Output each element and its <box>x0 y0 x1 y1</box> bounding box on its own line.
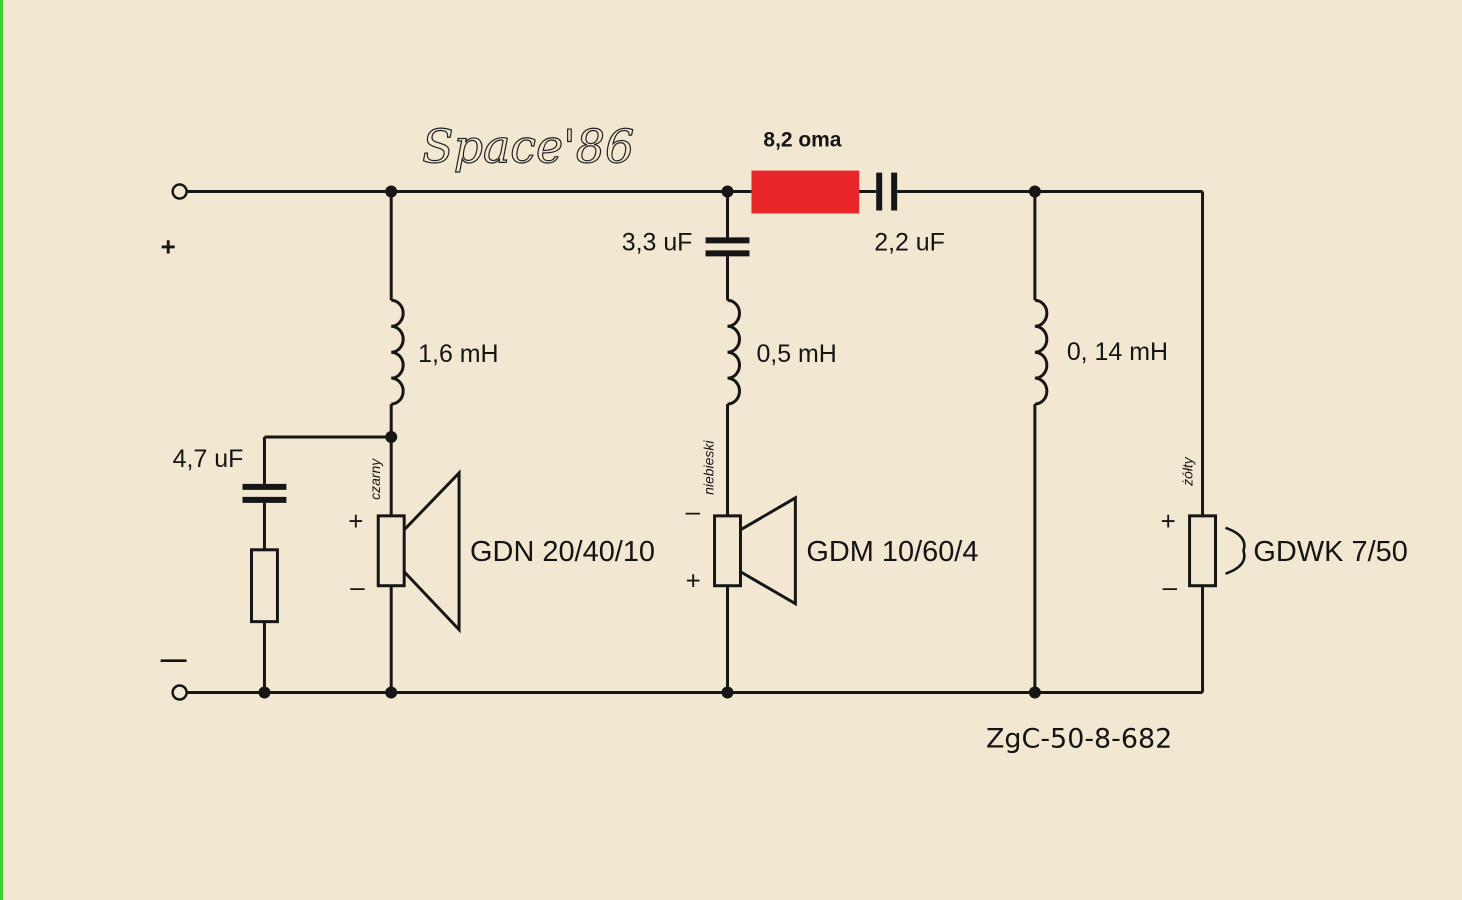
mid-polarity-top: – <box>686 498 701 526</box>
tweeter-magnet <box>1188 514 1218 588</box>
mid-cone <box>739 495 797 607</box>
woofer-magnet <box>376 514 406 588</box>
woofer-polarity-bottom: – <box>350 574 365 602</box>
woofer-polarity-top: + <box>348 508 363 536</box>
cap-tweeter-label: 2,2 uF <box>874 228 945 256</box>
resistor-label: 8,2 oma <box>763 129 841 152</box>
inductor-woofer <box>391 298 405 406</box>
woofer-cone <box>403 469 461 634</box>
junction-dot <box>385 686 398 699</box>
series-resistor <box>751 170 860 214</box>
minus-sign: — <box>161 646 187 674</box>
inductor-tweeter <box>1034 298 1049 406</box>
plus-terminal <box>171 183 188 200</box>
ind-tweeter-label: 0, 14 mH <box>1067 338 1168 366</box>
woofer-wire-color: czarny <box>367 458 383 500</box>
mid-polarity-bottom: + <box>686 568 701 596</box>
tweeter-label: GDWK 7/50 <box>1253 536 1407 568</box>
junction-dot <box>721 185 734 198</box>
junction-dot <box>1028 686 1041 699</box>
mid-label: GDM 10/60/4 <box>806 536 978 568</box>
junction-dot <box>258 686 271 699</box>
minus-terminal <box>171 684 188 701</box>
cap-mid-label: 3,3 uF <box>622 228 693 256</box>
woofer-label: GDN 20/40/10 <box>470 536 655 568</box>
junction-dot <box>1028 185 1041 198</box>
title-script: Space'86 <box>422 120 634 174</box>
ind-woofer-label: 1,6 mH <box>418 340 498 368</box>
mid-magnet <box>713 514 742 588</box>
tweeter-polarity-top: + <box>1161 508 1176 536</box>
tweeter-wire-color: żółty <box>1180 456 1196 487</box>
inductor-mid <box>727 298 741 406</box>
tweeter-dome <box>1225 526 1246 575</box>
junction-dot <box>385 185 398 198</box>
mid-wire-color: niebieski <box>701 440 717 495</box>
junction-dot <box>385 431 398 444</box>
tweeter-polarity-bottom: – <box>1163 574 1178 602</box>
zobel-resistor <box>249 548 279 624</box>
plus-sign: + <box>161 233 176 261</box>
cap-zobel-label: 4,7 uF <box>173 445 244 473</box>
junction-dot <box>721 686 734 699</box>
ind-mid-label: 0,5 mH <box>756 340 836 368</box>
model-label: ZgC-50-8-682 <box>986 723 1172 754</box>
